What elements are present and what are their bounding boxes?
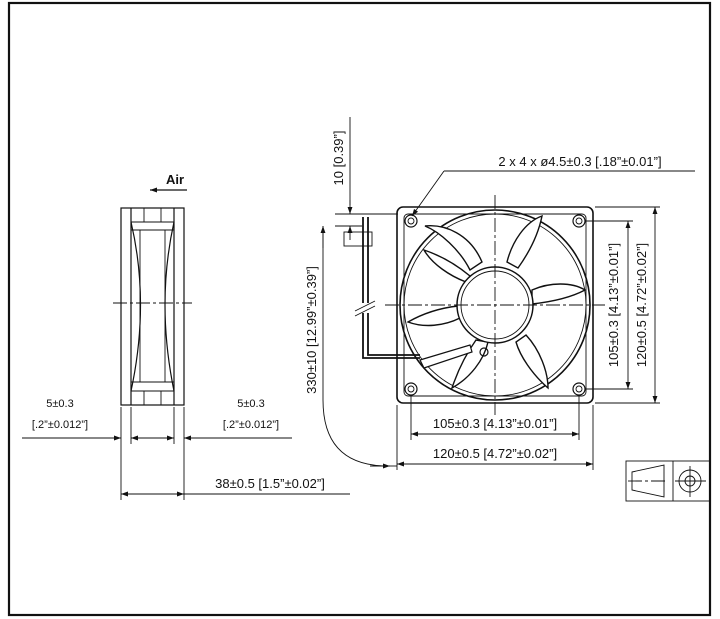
horizontal-pitch-label: 105±0.3 [4.13”±0.01”] (433, 416, 557, 431)
lead-length-label: 330±10 [12.99”±0.39”] (304, 266, 319, 394)
lead-wire (343, 217, 420, 359)
flange-left-inch: [.2”±0.012”] (32, 419, 88, 431)
flange-right-inch: [.2”±0.012”] (223, 419, 279, 431)
fan-front-view (385, 195, 605, 415)
vertical-pitch-label: 105±0.3 [4.13”±0.01”] (606, 243, 621, 367)
lead-clearance-dimension (335, 117, 398, 240)
holes-callout-leader (411, 170, 695, 217)
holes-callout-label: 2 x 4 x ø4.5±0.3 [.18”±0.01”] (498, 154, 661, 169)
lead-clearance-label: 10 [0.39”] (331, 131, 346, 186)
third-angle-projection-icon (625, 460, 711, 502)
flange-left-value: 5±0.3 (46, 398, 73, 410)
fan-side-view (113, 207, 192, 406)
flange-right-value: 5±0.3 (237, 398, 264, 410)
air-label: Air (166, 172, 184, 187)
vertical-dimensions (585, 206, 660, 404)
flange-dimension-lines (22, 407, 350, 500)
fan-blades (406, 214, 587, 390)
depth-dimension: 38±0.5 [1.5”±0.02”] (215, 476, 325, 491)
vertical-size-label: 120±0.5 [4.72”±0.02”] (634, 243, 649, 367)
horizontal-size-label: 120±0.5 [4.72”±0.02”] (433, 446, 557, 461)
lead-length-dimension (320, 226, 397, 469)
horizontal-dimensions (396, 395, 594, 470)
drawing-frame (7, 1, 712, 617)
